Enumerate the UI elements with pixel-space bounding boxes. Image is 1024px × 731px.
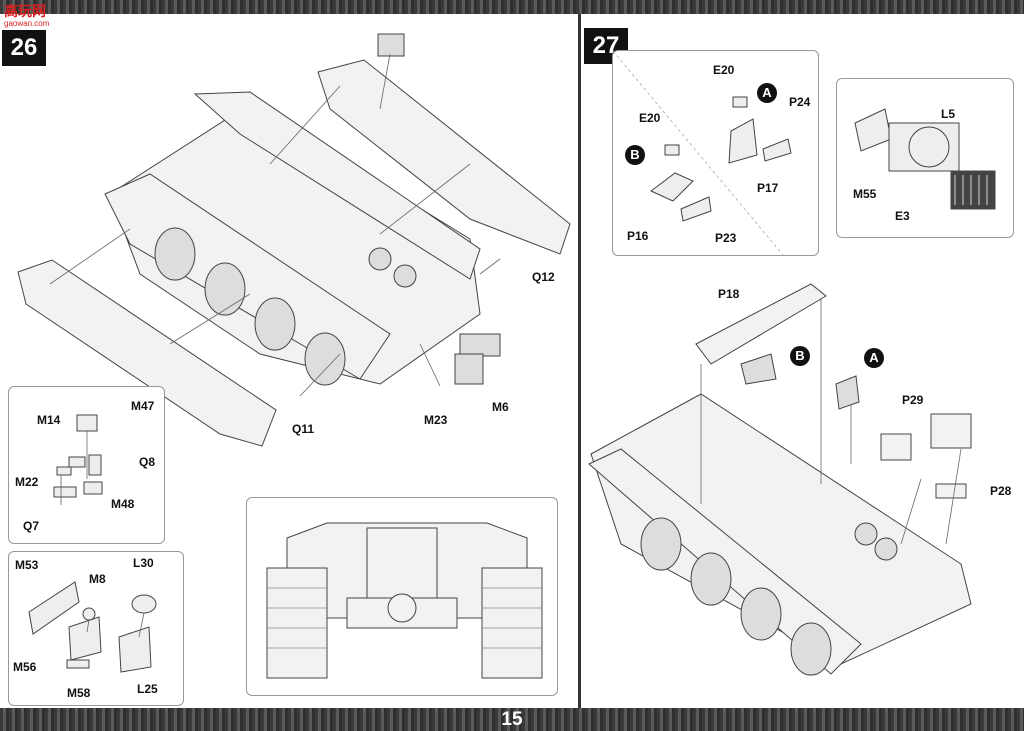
label-l25: L25 bbox=[137, 682, 158, 696]
label-m23: M23 bbox=[424, 413, 448, 427]
label-e20-a: E20 bbox=[713, 63, 735, 77]
step-27-inset-b: L5 M55 E3 bbox=[836, 78, 1014, 238]
label-e20-b: E20 bbox=[639, 111, 661, 125]
label-m6: M6 bbox=[492, 400, 509, 414]
inset-2-drawing bbox=[28, 581, 157, 673]
inset-b-drawing bbox=[854, 108, 996, 210]
inset-a-drawing bbox=[612, 50, 792, 256]
label-m48: M48 bbox=[111, 497, 135, 511]
watermark-url: gaowan.com bbox=[4, 19, 50, 28]
bottom-border-band bbox=[0, 708, 1024, 731]
label-m14: M14 bbox=[37, 413, 61, 427]
label-p29: P29 bbox=[902, 393, 924, 407]
rear-view-box bbox=[246, 497, 558, 696]
label-m53: M53 bbox=[15, 558, 39, 572]
main-marker-a: A bbox=[864, 348, 884, 368]
step-26-main-drawing bbox=[17, 33, 571, 447]
label-p16: P16 bbox=[627, 229, 649, 243]
label-q11: Q11 bbox=[292, 422, 315, 436]
label-p23: P23 bbox=[715, 231, 737, 245]
watermark-text: 高玩网 bbox=[4, 3, 46, 19]
label-m8: M8 bbox=[89, 572, 106, 586]
rear-view-drawing bbox=[266, 522, 543, 679]
label-q8: Q8 bbox=[139, 455, 156, 469]
label-m56: M56 bbox=[13, 660, 37, 674]
marker-a: A bbox=[757, 83, 777, 103]
label-m55: M55 bbox=[853, 187, 877, 201]
marker-b: B bbox=[625, 145, 645, 165]
label-l30: L30 bbox=[133, 556, 154, 570]
label-m22: M22 bbox=[15, 475, 39, 489]
inset-1-drawing bbox=[53, 414, 103, 505]
top-border-band bbox=[0, 0, 1024, 14]
step-27-main-drawing bbox=[588, 283, 972, 676]
step-27-inset-a: E20 A P24 E20 B P17 P16 P23 bbox=[612, 50, 819, 256]
inset-box-1: M14 M47 M22 Q8 M48 Q7 bbox=[8, 386, 165, 544]
label-q12: Q12 bbox=[532, 270, 555, 284]
main-marker-b: B bbox=[790, 346, 810, 366]
label-p18: P18 bbox=[718, 287, 740, 301]
step-26-number: 26 bbox=[2, 30, 46, 66]
label-q7: Q7 bbox=[23, 519, 40, 533]
label-p17: P17 bbox=[757, 181, 779, 195]
label-p28: P28 bbox=[990, 484, 1012, 498]
label-l5: L5 bbox=[941, 107, 956, 121]
inset-box-2: M53 M8 L30 M56 M58 L25 bbox=[8, 551, 184, 706]
label-m47: M47 bbox=[131, 399, 155, 413]
label-e3: E3 bbox=[895, 209, 910, 223]
label-m58: M58 bbox=[67, 686, 91, 700]
watermark-logo: 高玩网 gaowan.com bbox=[4, 1, 49, 28]
page-number: 15 bbox=[501, 709, 523, 730]
label-p24: P24 bbox=[789, 95, 811, 109]
page-divider bbox=[578, 14, 581, 708]
